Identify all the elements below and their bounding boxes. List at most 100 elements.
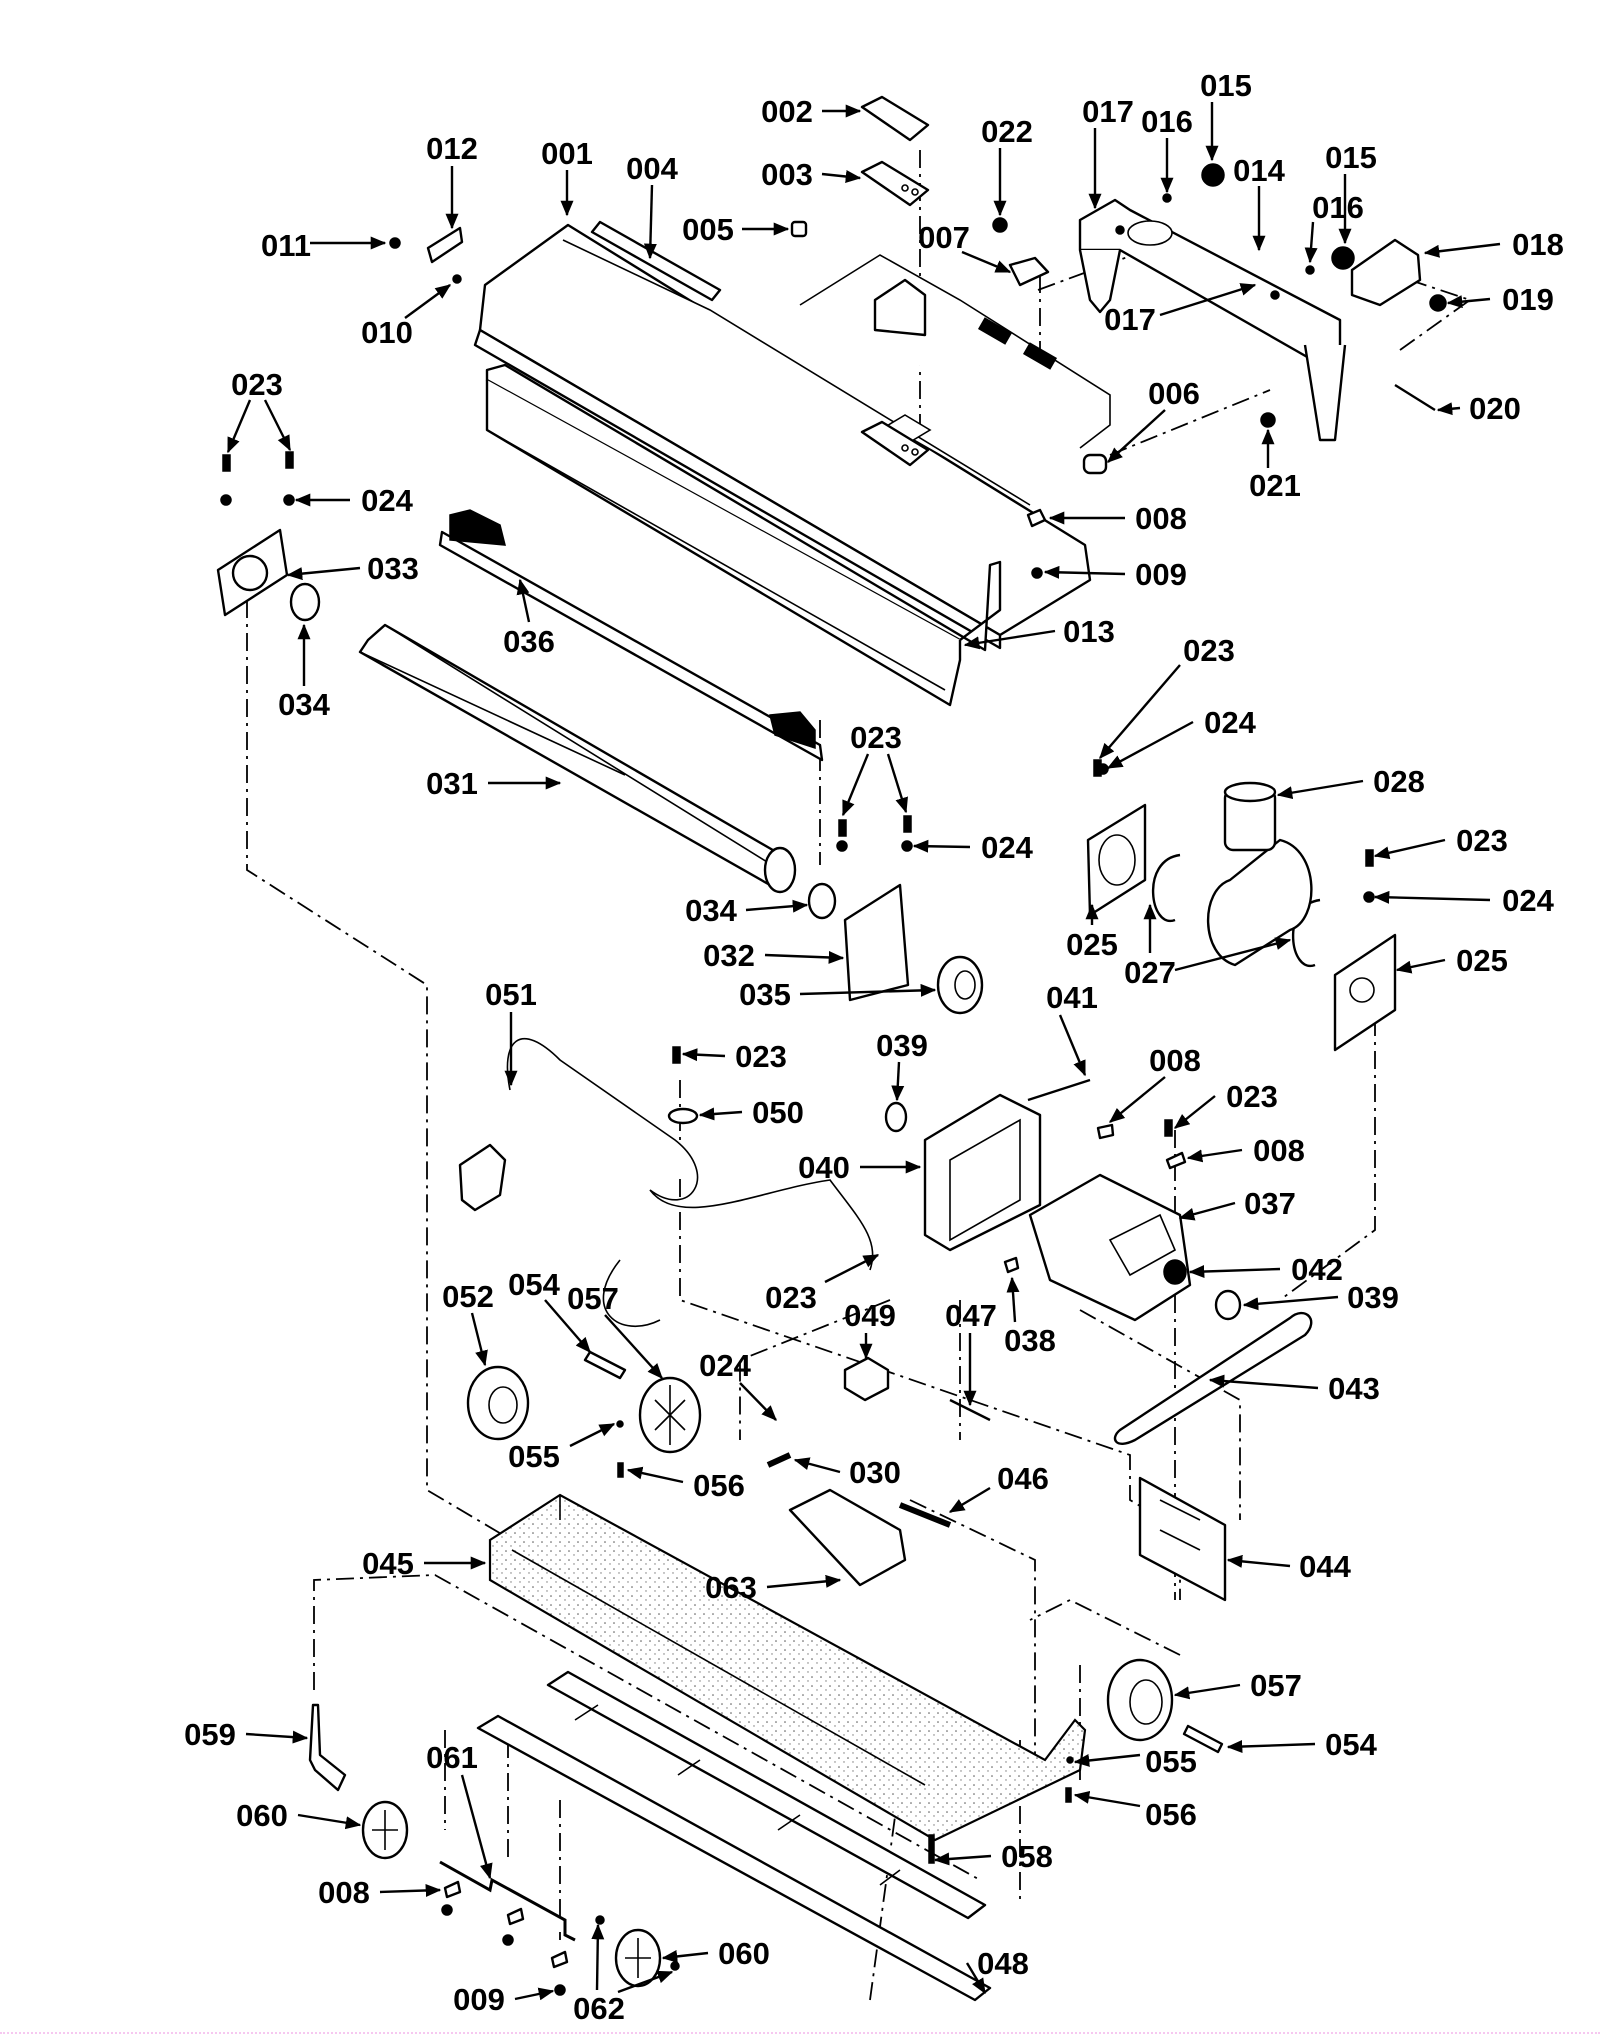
callout-label-022: 022 xyxy=(981,114,1033,149)
callout-label-008: 008 xyxy=(318,1875,370,1910)
leader-arrow-023 xyxy=(226,399,252,454)
callout-label-002: 002 xyxy=(761,94,813,129)
part-axle-054a xyxy=(583,1350,627,1380)
callout-label-012: 012 xyxy=(426,131,478,166)
callout-label-046: 046 xyxy=(997,1461,1049,1496)
part-ring-027a xyxy=(1151,853,1181,923)
leader-arrow-061 xyxy=(460,1774,493,1880)
leader-arrow-062 xyxy=(591,1923,605,1991)
callout-label-045: 045 xyxy=(362,1546,414,1581)
callout-label-063: 063 xyxy=(705,1570,757,1605)
callout-label-001: 001 xyxy=(541,136,593,171)
callout-label-062: 062 xyxy=(573,1991,625,2026)
part-clip-bottom xyxy=(550,1950,569,1969)
leader-arrow-063 xyxy=(766,1574,842,1589)
part-bracket-059 xyxy=(308,1703,347,1792)
callout-label-054: 054 xyxy=(508,1267,560,1302)
leader-arrow-013 xyxy=(963,629,1056,650)
part-050 xyxy=(667,1107,699,1125)
leader-arrow-028 xyxy=(1276,779,1364,800)
leader-arrow-023 xyxy=(841,753,870,817)
part-030 xyxy=(766,1452,792,1468)
callout-label-047: 047 xyxy=(945,1298,997,1333)
part-nut-010 xyxy=(452,274,462,284)
callout-label-060: 060 xyxy=(718,1936,770,1971)
callout-label-011: 011 xyxy=(261,228,311,263)
callout-label-007: 007 xyxy=(918,220,970,255)
callout-label-055: 055 xyxy=(1145,1744,1197,1779)
callout-label-036: 036 xyxy=(503,624,555,659)
part-endplate-032 xyxy=(843,883,910,1002)
callout-label-023: 023 xyxy=(735,1039,787,1074)
leader-arrow-060 xyxy=(661,1949,709,1963)
part-021 xyxy=(1260,412,1276,428)
leader-arrow-057 xyxy=(1173,1683,1241,1700)
callout-label-024: 024 xyxy=(361,483,413,518)
part-bearing-034b xyxy=(807,882,837,920)
callout-label-003: 003 xyxy=(761,157,813,192)
callout-label-009: 009 xyxy=(453,1982,505,2017)
leader-arrow-039 xyxy=(1242,1295,1339,1311)
callout-label-025: 025 xyxy=(1456,943,1508,978)
leader-arrow-055 xyxy=(1073,1753,1141,1767)
part-motor-037 xyxy=(1028,1173,1192,1322)
leader-arrow-035 xyxy=(799,983,937,997)
part-038 xyxy=(1003,1256,1020,1274)
callout-label-017: 017 xyxy=(1104,302,1156,337)
callout-label-042: 042 xyxy=(1291,1252,1343,1287)
callout-label-004: 004 xyxy=(626,151,678,186)
leader-arrow-027 xyxy=(1174,937,1292,972)
part-pedal-018 xyxy=(1350,238,1422,307)
leader-arrow-019 xyxy=(1446,295,1491,309)
part-strip-004 xyxy=(590,220,722,302)
callout-label-024: 024 xyxy=(1204,705,1256,740)
part-axle-054b xyxy=(1182,1724,1224,1754)
leader-arrow-048 xyxy=(965,1962,987,1995)
callout-label-040: 040 xyxy=(798,1150,850,1185)
callout-label-058: 058 xyxy=(1001,1839,1053,1874)
leader-arrow-023 xyxy=(681,1048,726,1062)
leader-arrow-030 xyxy=(793,1457,841,1474)
part-047 xyxy=(949,1398,991,1422)
callout-label-043: 043 xyxy=(1328,1371,1380,1406)
leader-arrow-008 xyxy=(1186,1148,1243,1163)
leader-arrow-010 xyxy=(404,284,452,319)
leader-arrow-042 xyxy=(1188,1265,1281,1279)
callout-label-014: 014 xyxy=(1233,153,1285,188)
part-009b xyxy=(554,1984,566,1996)
leader-arrow-039 xyxy=(891,1061,905,1102)
part-belt-043 xyxy=(1113,1311,1313,1445)
part-brush-strip-036 xyxy=(438,530,824,762)
callout-label-056: 056 xyxy=(1145,1797,1197,1832)
leader-arrow-023 xyxy=(824,1253,880,1284)
part-bearing-034a xyxy=(289,582,321,622)
leader-arrow-056 xyxy=(1073,1790,1141,1808)
part-006 xyxy=(1082,453,1108,475)
callout-label-057: 057 xyxy=(567,1281,619,1316)
part-008a xyxy=(1026,508,1047,528)
callout-label-028: 028 xyxy=(1373,764,1425,799)
leader-arrow-006 xyxy=(1107,409,1166,463)
callout-label-039: 039 xyxy=(1347,1280,1399,1315)
leader-arrow-023 xyxy=(1373,838,1446,860)
callout-label-024: 024 xyxy=(699,1348,751,1383)
leader-arrow-032 xyxy=(764,950,845,964)
leader-arrow-059 xyxy=(245,1730,309,1744)
callout-label-049: 049 xyxy=(844,1298,896,1333)
leader-arrow-009 xyxy=(1043,565,1126,579)
part-axle-061 xyxy=(439,1860,576,1942)
part-latch-007 xyxy=(1008,256,1050,287)
callout-label-008: 008 xyxy=(1149,1043,1201,1078)
part-knob-015b xyxy=(1331,246,1355,270)
callout-label-039: 039 xyxy=(876,1028,928,1063)
part-pulley-042 xyxy=(1163,1259,1187,1285)
leader-arrow-024 xyxy=(1106,720,1194,770)
leader-arrow-052 xyxy=(470,1312,488,1367)
callout-label-023: 023 xyxy=(765,1280,817,1315)
callout-label-052: 052 xyxy=(442,1279,494,1314)
callout-label-005: 005 xyxy=(682,212,734,247)
leader-arrow-055 xyxy=(569,1422,616,1448)
part-washer-039b xyxy=(1214,1289,1242,1321)
callout-label-032: 032 xyxy=(703,938,755,973)
